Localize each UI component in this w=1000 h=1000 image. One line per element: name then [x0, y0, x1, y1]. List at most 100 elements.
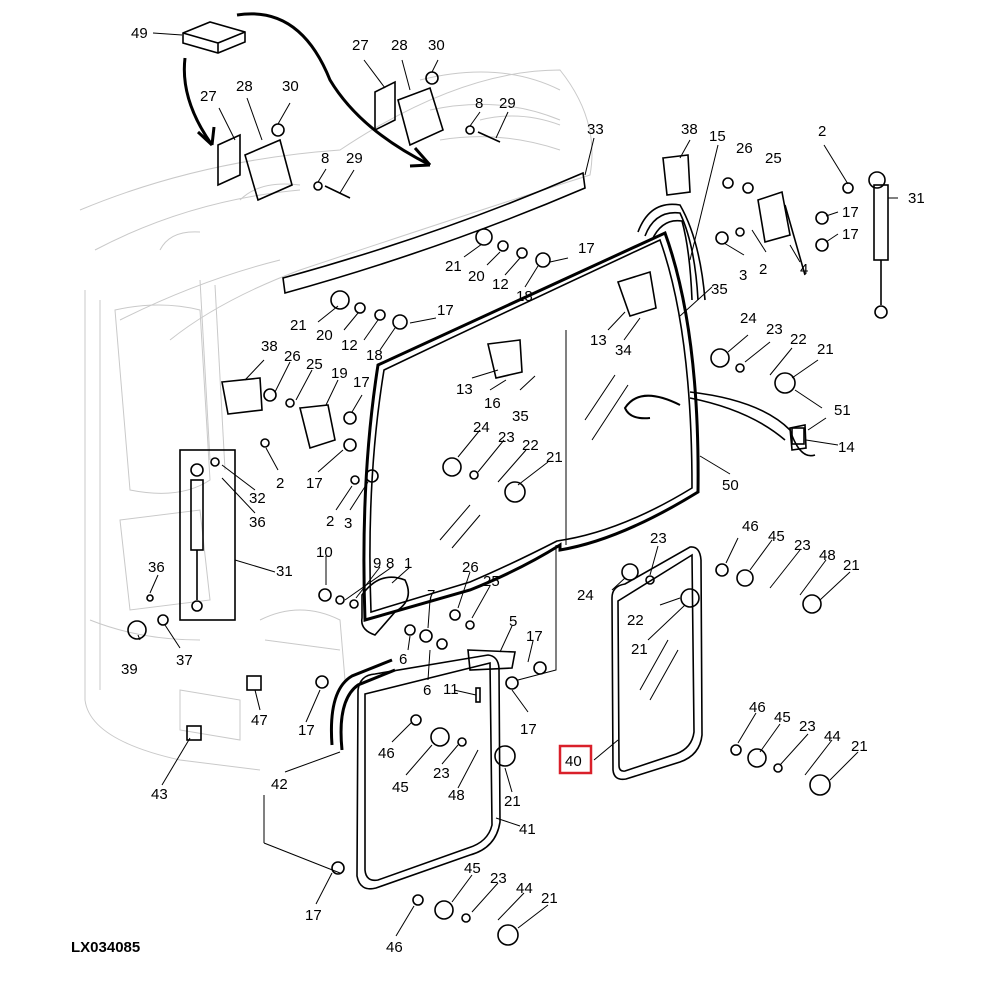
callout-28: 28 [236, 78, 253, 95]
callout-18: 18 [516, 288, 533, 305]
callout-13: 13 [590, 332, 607, 349]
callout-26: 26 [284, 348, 301, 365]
callout-17: 17 [520, 721, 537, 738]
callout-34: 34 [615, 342, 632, 359]
callout-30: 30 [428, 37, 445, 54]
callout-17: 17 [306, 475, 323, 492]
callout-29: 29 [499, 95, 516, 112]
callout-17: 17 [842, 226, 859, 243]
callout-24: 24 [473, 419, 490, 436]
callout-42: 42 [271, 776, 288, 793]
callout-8: 8 [386, 555, 394, 572]
callout-27: 27 [200, 88, 217, 105]
callout-21: 21 [445, 258, 462, 275]
callout-25: 25 [483, 573, 500, 590]
callout-12: 12 [492, 276, 509, 293]
callout-22: 22 [522, 437, 539, 454]
lower-right-glass-panel [611, 546, 703, 781]
connector [791, 427, 805, 445]
callout-3: 3 [739, 267, 747, 284]
leader-lines [137, 32, 898, 937]
callout-11: 11 [443, 681, 459, 698]
callout-45: 45 [768, 528, 785, 545]
callout-21: 21 [631, 641, 648, 658]
callout-40: 40 [565, 753, 582, 770]
callout-19: 19 [331, 365, 348, 382]
wiring-harness [689, 391, 816, 457]
rear-window-glass [362, 230, 700, 622]
callout-36: 36 [148, 559, 165, 576]
callout-17: 17 [578, 240, 595, 257]
direction-arrows [182, 12, 681, 420]
callout-46: 46 [749, 699, 766, 716]
callout-25: 25 [765, 150, 782, 167]
callout-31: 31 [276, 563, 293, 580]
callout-26: 26 [462, 559, 479, 576]
callout-2: 2 [326, 513, 334, 530]
callout-2: 2 [759, 261, 767, 278]
gas-strut-inset [179, 449, 236, 621]
callout-28: 28 [391, 37, 408, 54]
callout-46: 46 [742, 518, 759, 535]
callout-5: 5 [509, 613, 517, 630]
callout-37: 37 [176, 652, 193, 669]
callout-40-highlight[interactable]: 40 [558, 744, 593, 775]
callout-35: 35 [512, 408, 529, 425]
callout-48: 48 [819, 547, 836, 564]
callout-21: 21 [817, 341, 834, 358]
callout-22: 22 [627, 612, 644, 629]
callout-2: 2 [276, 475, 284, 492]
callout-47: 47 [251, 712, 268, 729]
callout-21: 21 [541, 890, 558, 907]
callout-48: 48 [448, 787, 465, 804]
callout-23: 23 [498, 429, 515, 446]
callout-labels: 49 27 28 30 8 29 27 28 30 8 29 33 38 15 … [121, 25, 925, 956]
callout-27: 27 [352, 37, 369, 54]
callout-15: 15 [709, 128, 726, 145]
callout-41: 41 [519, 821, 536, 838]
callout-31: 31 [908, 190, 925, 207]
callout-17: 17 [305, 907, 322, 924]
fasteners [146, 177, 854, 946]
callout-17: 17 [526, 628, 543, 645]
highlight-box [558, 744, 593, 775]
callout-17: 17 [353, 374, 370, 391]
callout-10: 10 [316, 544, 333, 561]
callout-25: 25 [306, 356, 323, 373]
callout-6: 6 [423, 682, 431, 699]
callout-43: 43 [151, 786, 168, 803]
callout-21: 21 [504, 793, 521, 810]
callout-17: 17 [298, 722, 315, 739]
callout-24: 24 [577, 587, 594, 604]
callout-17: 17 [842, 204, 859, 221]
callout-16: 16 [484, 395, 501, 412]
callout-8: 8 [475, 95, 483, 112]
callout-44: 44 [516, 880, 533, 897]
callout-51: 51 [834, 402, 851, 419]
callout-21: 21 [851, 738, 868, 755]
callout-46: 46 [378, 745, 395, 762]
callout-23: 23 [794, 537, 811, 554]
callout-38: 38 [681, 121, 698, 138]
callout-35: 35 [711, 281, 728, 298]
callout-36: 36 [249, 514, 266, 531]
cab-background [79, 69, 593, 771]
callout-23: 23 [799, 718, 816, 735]
callout-45: 45 [774, 709, 791, 726]
callout-20: 20 [468, 268, 485, 285]
hinge-parts [127, 21, 807, 741]
callout-33: 33 [587, 121, 604, 138]
callout-26: 26 [736, 140, 753, 157]
callout-39: 39 [121, 661, 138, 678]
callout-50: 50 [722, 477, 739, 494]
callout-23: 23 [650, 530, 667, 547]
callout-44: 44 [824, 728, 841, 745]
callout-21: 21 [290, 317, 307, 334]
callout-22: 22 [790, 331, 807, 348]
callout-49: 49 [131, 25, 148, 42]
callout-14: 14 [838, 439, 855, 456]
callout-9: 9 [373, 555, 381, 572]
callout-4: 4 [800, 261, 808, 278]
callout-46: 46 [386, 939, 403, 956]
